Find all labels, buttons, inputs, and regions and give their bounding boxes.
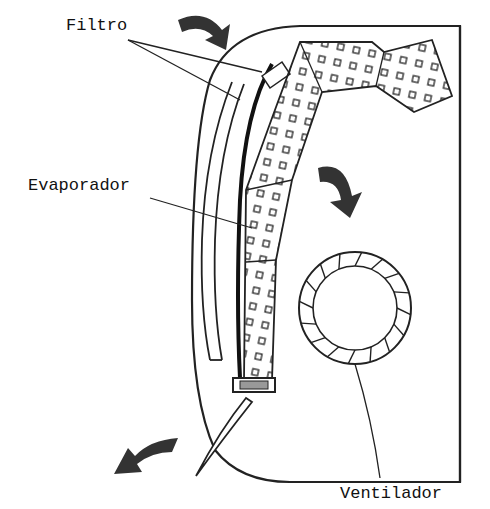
air-outflow-arrow	[114, 438, 178, 474]
fan-blade	[301, 323, 316, 324]
air-inflow-arrow	[178, 16, 230, 50]
fan-blade	[397, 308, 411, 315]
leader-line	[150, 198, 252, 228]
fan-blade	[306, 281, 316, 292]
housing-outline	[192, 26, 460, 482]
fan	[299, 252, 411, 364]
leader-line	[128, 40, 240, 100]
evaporator-coil	[244, 40, 452, 380]
louver	[196, 398, 252, 476]
part-label: Ventilador	[340, 484, 442, 504]
part-label: Filtro	[66, 16, 127, 36]
fan-blade	[385, 273, 399, 278]
fan-blade	[320, 264, 325, 278]
part-label: Evaporador	[28, 176, 130, 196]
leader-line	[128, 40, 262, 72]
fan-blade	[370, 347, 371, 362]
drain-pan	[233, 378, 275, 392]
fan-blade	[355, 252, 362, 266]
fan-blade	[394, 292, 409, 293]
fan-blade	[339, 254, 340, 269]
leader-line	[355, 364, 380, 478]
air-flow-arrow	[318, 167, 362, 218]
fan-blade	[328, 347, 339, 357]
fan-blade	[348, 350, 355, 364]
fan-blade	[299, 301, 313, 308]
fan-blade	[311, 338, 325, 343]
fan-blade	[394, 324, 404, 335]
fan-blade	[371, 259, 382, 269]
fan-blade	[385, 338, 390, 352]
